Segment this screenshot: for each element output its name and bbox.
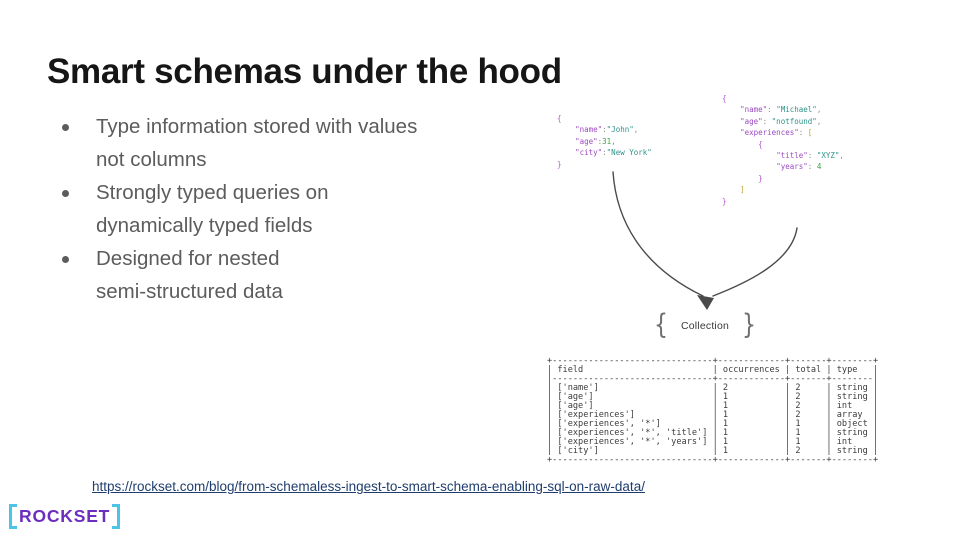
bullet-line: Designed for nested	[96, 247, 280, 270]
logo-bracket-right-icon	[112, 504, 121, 529]
bullet-dot-icon	[62, 124, 69, 131]
bullet-line: Type information stored with values	[96, 115, 418, 138]
logo-bracket-left-icon	[9, 504, 17, 529]
rockset-logo: ROCKSET	[9, 504, 121, 529]
slide-title: Smart schemas under the hood	[47, 52, 562, 91]
bullet-line: Strongly typed queries on	[96, 181, 329, 204]
collection-brace-right: }	[742, 309, 757, 341]
bullet-line: semi-structured data	[96, 280, 283, 303]
bullet-item: Strongly typed queries on dynamically typ…	[60, 176, 417, 242]
blog-link[interactable]: https://rockset.com/blog/from-schemaless…	[92, 479, 645, 494]
schema-ascii-table: +-------------------------------+-------…	[547, 356, 879, 465]
logo-text: ROCKSET	[19, 506, 111, 526]
bullet-line: dynamically typed fields	[96, 214, 313, 237]
bullet-item: Designed for nested semi-structured data	[60, 242, 417, 308]
arrowhead-icon	[697, 295, 714, 310]
collection-brace-left: {	[653, 309, 668, 341]
collection-label: Collection	[680, 320, 730, 332]
bullet-dot-icon	[62, 190, 69, 197]
json-snippet-right: { "name": "Michael", "age": "notfound", …	[722, 94, 844, 206]
arrow-right-curve	[712, 227, 798, 297]
arrow-left-curve	[612, 171, 704, 297]
collection-node: { Collection }	[652, 306, 758, 346]
bullet-item: Type information stored with values not c…	[60, 110, 417, 176]
json-snippet-left: { "name":"John", "age":31, "city":"New Y…	[557, 114, 652, 169]
bullet-dot-icon	[62, 256, 69, 263]
merge-arrows-svg	[612, 171, 798, 310]
bullet-list: Type information stored with values not c…	[60, 110, 417, 308]
bullet-line: not columns	[96, 148, 207, 171]
